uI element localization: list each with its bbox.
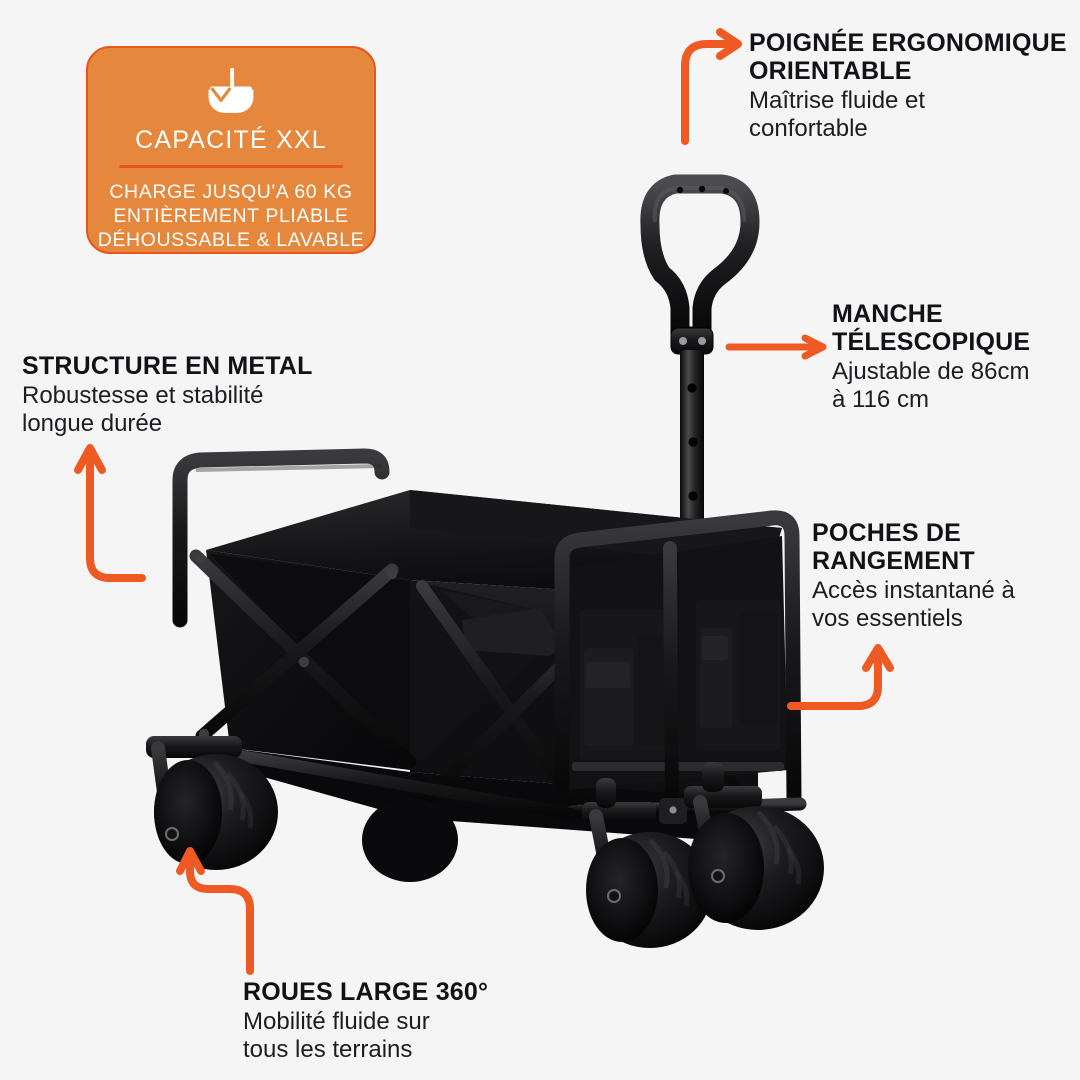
callout-telescopic-subtitle: Ajustable de 86cm à 116 cm [832,358,1030,413]
callout-wheels-subtitle: Mobilité fluide sur tous les terrains [243,1008,430,1063]
callout-structure-title: STRUCTURE EN METAL [22,352,313,380]
callout-telescopic: MANCHE TÉLESCOPIQUE Ajustable de 86cm à … [832,300,1072,414]
callout-wheels: ROUES LARGE 360° Mobilité fluide sur tou… [243,978,543,1064]
capacity-specs: CHARGE JUSQU'A 60 KG ENTIÈREMENT PLIABLE… [97,181,365,251]
callout-wheels-title: ROUES LARGE 360° [243,978,489,1006]
callout-pockets-subtitle: Accès instantané à vos essentiels [812,577,1015,632]
capacity-divider [119,164,343,168]
callout-pockets: POCHES DE RANGEMENT Accès instantané à v… [812,519,1062,633]
callout-telescopic-title: MANCHE TÉLESCOPIQUE [832,300,1031,356]
metal-frame [189,549,417,769]
arrow-curve-down-left-up-icon [176,847,254,975]
callout-handle-subtitle: Maîtrise fluide et confortable [749,87,926,142]
callout-pockets-title: POCHES DE RANGEMENT [812,519,975,575]
capacity-badge: CAPACITÉ XXL CHARGE JUSQU'A 60 KG ENTIÈR… [86,46,376,254]
callout-structure-subtitle: Robustesse et stabilité longue durée [22,382,264,437]
capacity-title: CAPACITÉ XXL [135,125,327,154]
arrow-curve-right-up-icon [681,28,742,145]
callout-structure: STRUCTURE EN METAL Robustesse et stabili… [22,352,352,438]
callout-handle: POIGNÉE ERGONOMIQUE ORIENTABLE Maîtrise … [749,29,1069,143]
metal-frame [172,448,390,628]
product-image-folding-wagon [146,174,824,948]
wagon-cart-icon [208,68,254,113]
arrow-straight-right-icon [725,334,827,360]
ergonomic-swivel-handle [640,174,760,355]
callout-handle-title: POIGNÉE ERGONOMIQUE ORIENTABLE [749,29,1067,85]
metal-frame [224,510,807,824]
arrow-curve-right-up-icon [787,644,894,710]
wide-360-wheels [146,736,824,948]
arrow-curve-left-up-icon [74,444,146,582]
